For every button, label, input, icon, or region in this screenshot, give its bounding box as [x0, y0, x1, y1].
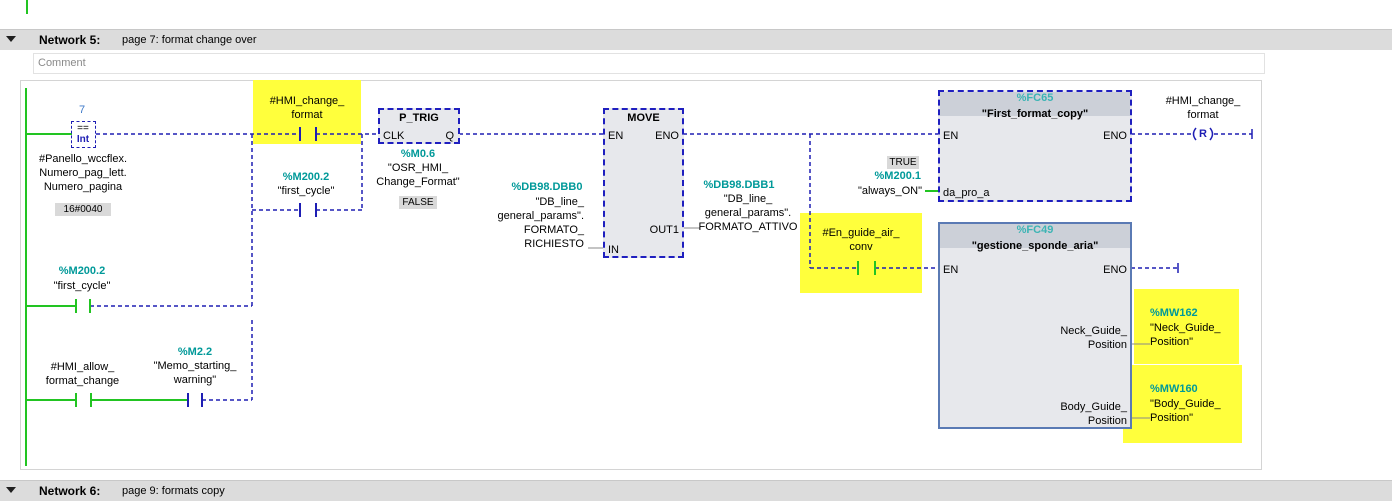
- m2-2-address: %M2.2: [177, 346, 213, 358]
- highlight-en-guide: [800, 213, 922, 293]
- fc49-address: %FC49: [1016, 224, 1054, 236]
- fc49-body-guide-pin: Body_Guide_ Position: [1060, 401, 1127, 427]
- network-subtitle: page 9: formats copy: [122, 485, 225, 497]
- p-trig-state: FALSE: [399, 196, 437, 209]
- fc65-eno-pin: ENO: [1103, 130, 1127, 142]
- p-trig-address: %M0.6: [400, 148, 436, 160]
- p-trig-symbol[interactable]: "OSR_HMI_ Change_Format": [376, 162, 460, 188]
- fc49-eno-pin: ENO: [1103, 264, 1127, 276]
- move-en-pin: EN: [608, 130, 624, 142]
- mw162-address: %MW162: [1150, 307, 1198, 319]
- m2-2-symbol[interactable]: "Memo_starting_ warning": [153, 360, 237, 386]
- fc65-address: %FC65: [1016, 92, 1054, 104]
- fc49-neck-guide-pin: Neck_Guide_ Position: [1060, 325, 1127, 351]
- network-5-header[interactable]: Network 5: page 7: format change over: [0, 29, 1392, 50]
- compare-operand[interactable]: #Panello_wccflex. Numero_pag_lett. Numer…: [38, 153, 128, 193]
- hmi-allow-label[interactable]: #HMI_allow_ format_change: [45, 361, 120, 387]
- always-on-address: %M200.1: [874, 170, 921, 182]
- move-out-address: %DB98.DBB1: [703, 179, 775, 191]
- hmi-change-coil-label[interactable]: #HMI_change_ format: [1165, 95, 1241, 121]
- p-trig-block[interactable]: P_TRIG CLK Q: [378, 108, 460, 144]
- collapse-triangle-icon[interactable]: [6, 36, 16, 42]
- p-trig-q-pin: Q: [445, 130, 454, 142]
- move-block[interactable]: MOVE EN ENO OUT1 IN: [603, 108, 684, 258]
- move-eno-pin: ENO: [655, 130, 679, 142]
- fc49-block[interactable]: %FC49 "gestione_sponde_aria" EN ENO Neck…: [938, 222, 1132, 429]
- fc65-name: "First_format_copy": [981, 108, 1089, 120]
- en-guide-air-contact-label[interactable]: #En_guide_air_ conv: [822, 227, 900, 253]
- move-out1-pin: OUT1: [649, 224, 679, 236]
- mw162-symbol[interactable]: "Neck_Guide_ Position": [1150, 322, 1221, 348]
- reset-coil[interactable]: R: [1199, 128, 1207, 140]
- power-rail-top: [26, 0, 28, 14]
- compare-type: Int: [76, 134, 90, 145]
- collapse-triangle-icon[interactable]: [6, 487, 16, 493]
- m200-2-b-symbol[interactable]: "first_cycle": [53, 280, 111, 292]
- network-comment-field[interactable]: Comment: [33, 53, 1265, 74]
- network-title: Network 6:: [39, 484, 101, 498]
- fc65-block[interactable]: %FC65 "First_format_copy" EN ENO da_pro_…: [938, 90, 1132, 202]
- fc49-en-pin: EN: [943, 264, 959, 276]
- mw160-address: %MW160: [1150, 383, 1198, 395]
- fc65-en-pin: EN: [943, 130, 959, 142]
- compare-box[interactable]: == Int: [71, 121, 96, 148]
- fc49-name: "gestione_sponde_aria": [971, 240, 1099, 252]
- move-title: MOVE: [627, 112, 660, 124]
- highlight-mw160: [1123, 365, 1242, 443]
- compare-hex-value: 16#0040: [55, 203, 111, 216]
- move-in-symbol[interactable]: "DB_line_ general_params". FORMATO_ RICH…: [497, 196, 584, 250]
- compare-operator: ==: [77, 123, 89, 134]
- m200-2-symbol[interactable]: "first_cycle": [277, 185, 335, 197]
- fc65-da-pro-a-pin: da_pro_a: [943, 187, 990, 199]
- always-on-state: TRUE: [887, 156, 919, 169]
- p-trig-title: P_TRIG: [399, 112, 439, 124]
- highlight-mw162: [1134, 289, 1239, 364]
- m200-2-address: %M200.2: [282, 171, 330, 183]
- mw160-symbol[interactable]: "Body_Guide_ Position": [1150, 398, 1221, 424]
- network-title: Network 5:: [39, 33, 101, 47]
- always-on-symbol[interactable]: "always_ON": [857, 185, 922, 197]
- network-subtitle: page 7: format change over: [122, 34, 257, 46]
- p-trig-clk-pin: CLK: [383, 130, 405, 142]
- compare-value[interactable]: 7: [78, 104, 86, 116]
- m200-2-b-address: %M200.2: [58, 265, 106, 277]
- hmi-change-contact-label[interactable]: #HMI_change_ format: [269, 95, 345, 121]
- move-in-address: %DB98.DBB0: [511, 181, 583, 193]
- move-in-pin: IN: [608, 244, 619, 256]
- move-out-symbol[interactable]: "DB_line_ general_params". FORMATO_ATTIV…: [698, 193, 798, 233]
